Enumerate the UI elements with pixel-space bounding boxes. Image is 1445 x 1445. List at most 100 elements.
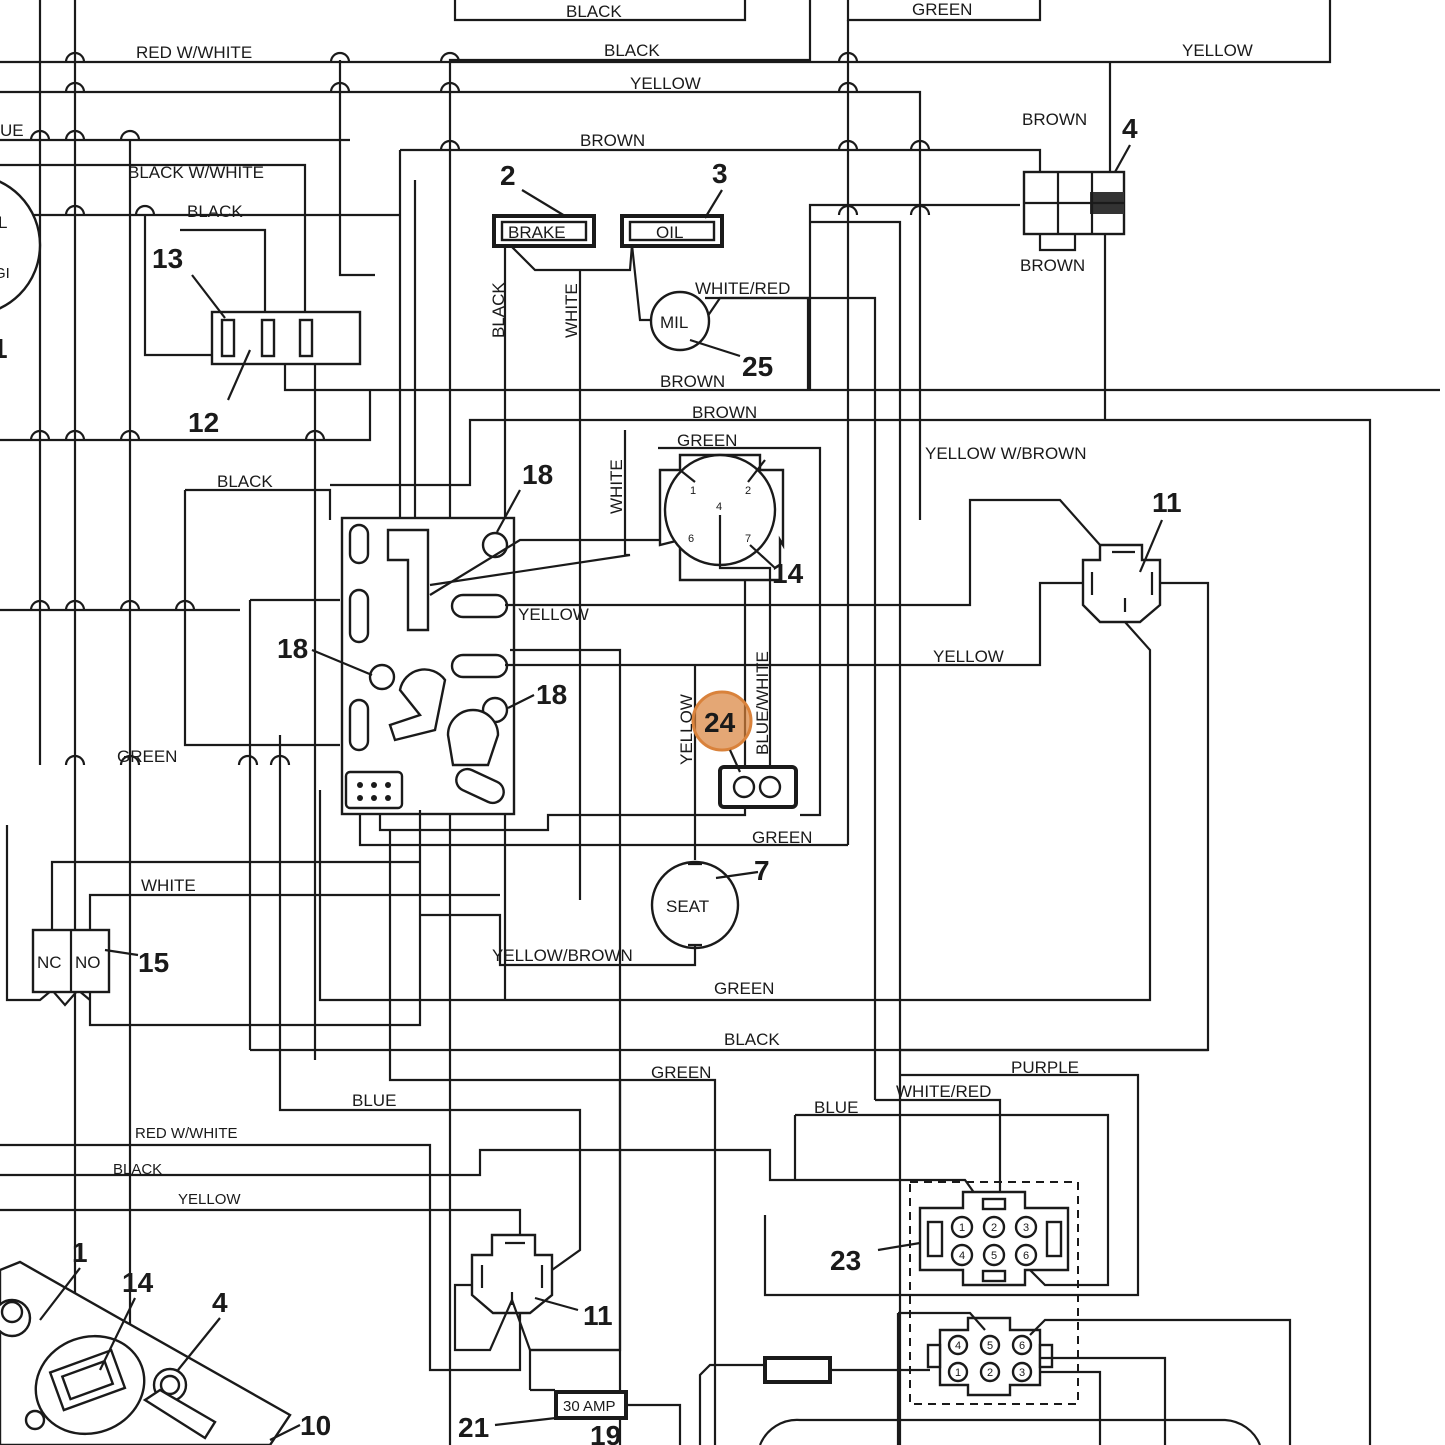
module-slot-5	[450, 653, 509, 679]
pin-14-4: 4	[716, 501, 722, 513]
wire-labels: BLACK GREEN RED W/WHITE BLACK YELLOW YEL…	[0, 0, 1253, 1208]
callout-4: 4	[1122, 113, 1138, 144]
ignition-l-label: L	[0, 213, 7, 232]
callout-10: 10	[300, 1410, 331, 1441]
callout-3: 3	[712, 158, 728, 189]
callout-4-dash: 4	[212, 1287, 228, 1318]
callout-23: 23	[830, 1245, 861, 1276]
lbl-brown-top: BROWN	[580, 131, 645, 150]
top-wires	[0, 0, 1332, 1445]
fuse-30amp: 30 AMP 21 19	[458, 1388, 682, 1445]
lbl-black-top: BLACK	[566, 2, 622, 21]
pin-23b-5: 5	[987, 1340, 993, 1352]
callout-24-highlight[interactable]	[691, 690, 753, 752]
callout-11-bottom: 11	[583, 1300, 613, 1331]
relay-12-pin-1	[220, 318, 236, 358]
lbl-green-top: GREEN	[912, 0, 972, 19]
pin-14-6: 6	[688, 533, 694, 545]
module-slot-4	[450, 593, 509, 619]
component-14-switch: 1 2 4 6 7 14	[658, 446, 822, 817]
brake-label: BRAKE	[508, 223, 566, 242]
callout-14: 14	[772, 558, 804, 589]
lbl-red-white-top: RED W/WHITE	[136, 43, 252, 62]
callout-18-top: 18	[522, 459, 553, 490]
relay-13-area: 13 12	[0, 163, 1440, 1060]
lbl-white-vert-2: WHITE	[607, 459, 626, 514]
module-trace-1	[386, 528, 430, 632]
module-slot-1	[348, 523, 370, 565]
callout-24: 24	[704, 707, 736, 738]
lbl-yellow-brown: YELLOW/BROWN	[492, 946, 633, 965]
module-slot-6	[455, 767, 505, 805]
component-24-pin-2	[758, 775, 782, 799]
callout-18-left: 18	[277, 633, 308, 664]
connector-23-dashed-frame	[909, 1181, 1079, 1405]
callout-12: 12	[188, 407, 219, 438]
connector-23-latch-l	[926, 1220, 944, 1258]
lbl-black-13: BLACK	[187, 202, 243, 221]
mil-label: MIL	[660, 313, 688, 332]
module-trace-2	[388, 668, 447, 742]
pin-14-7: 7	[745, 533, 751, 545]
lbl-green-mid: GREEN	[714, 979, 774, 998]
pin-23-6: 6	[1023, 1250, 1029, 1262]
lbl-brown-mil: BROWN	[660, 372, 725, 391]
switch-15: NC NO 15	[5, 825, 500, 1007]
dash-panel: 1 14 4 10	[0, 1237, 331, 1445]
lbl-white-red-mil: WHITE/RED	[695, 279, 790, 298]
lbl-green-low: GREEN	[651, 1063, 711, 1082]
lbl-yellow-mid: YELLOW	[630, 74, 701, 93]
lbl-black-mid: BLACK	[724, 1030, 780, 1049]
lbl-yellow-right-2: YELLOW	[933, 647, 1004, 666]
lbl-green-left: GREEN	[117, 747, 177, 766]
pin-23-3: 3	[1023, 1222, 1029, 1234]
component-24-plug: 24	[691, 690, 798, 809]
lbl-blue-white-vert: BLUE/WHITE	[753, 651, 772, 755]
lbl-yellow-vert: YELLOW	[677, 694, 696, 765]
mil-lamp	[649, 290, 711, 352]
lbl-white-vert: WHITE	[562, 283, 581, 338]
component-24-pin-1	[732, 775, 756, 799]
lbl-brown-4-bottom: BROWN	[1020, 256, 1085, 275]
callout-25: 25	[742, 351, 773, 382]
lbl-black-vert: BLACK	[489, 282, 508, 338]
lbl-black-left: BLACK	[217, 472, 273, 491]
lbl-brown-4-top: BROWN	[1022, 110, 1087, 129]
lbl-brown-mid: BROWN	[692, 403, 757, 422]
callout-1-left: 1	[0, 333, 8, 364]
relay-11-bottom: 11	[453, 1233, 620, 1352]
relay-12-pin-3	[298, 318, 314, 358]
inline-fuse-low	[763, 1356, 832, 1384]
lbl-white-red-low: WHITE/RED	[896, 1082, 991, 1101]
callout-2: 2	[500, 160, 516, 191]
oil-switch-inner	[628, 220, 716, 242]
module-screw-1	[481, 531, 509, 559]
pin-23b-2: 2	[987, 1367, 993, 1379]
lbl-black-2: BLACK	[604, 41, 660, 60]
seat-switch: SEAT 7	[420, 855, 770, 967]
module-screw-2	[368, 663, 396, 691]
lbl-green-seat: GREEN	[752, 828, 812, 847]
module-slot-3	[348, 698, 370, 752]
module-plug	[344, 770, 404, 810]
brake-switch-inner	[500, 220, 588, 242]
callout-15: 15	[138, 947, 169, 978]
fuse-label: 30 AMP	[563, 1398, 616, 1415]
relay-11-top-body	[1081, 543, 1162, 624]
pin-23-2: 2	[991, 1222, 997, 1234]
callout-21: 21	[458, 1412, 489, 1443]
connector-23-latch-r	[1045, 1220, 1063, 1258]
relay-11-top: 11	[900, 487, 1210, 1052]
lbl-black-white: BLACK W/WHITE	[128, 163, 264, 182]
seat-label: SEAT	[666, 897, 709, 916]
lbl-blue-low-2: BLUE	[814, 1098, 858, 1117]
ignition-g-label: GI	[0, 265, 10, 282]
oil-label: OIL	[656, 223, 683, 242]
pin-23b-6: 6	[1019, 1340, 1025, 1352]
callout-11-top: 11	[1152, 487, 1182, 518]
connector-4: 4	[808, 62, 1138, 420]
pin-23-5: 5	[991, 1250, 997, 1262]
callout-7: 7	[754, 855, 770, 886]
lbl-blue-low: BLUE	[352, 1091, 396, 1110]
